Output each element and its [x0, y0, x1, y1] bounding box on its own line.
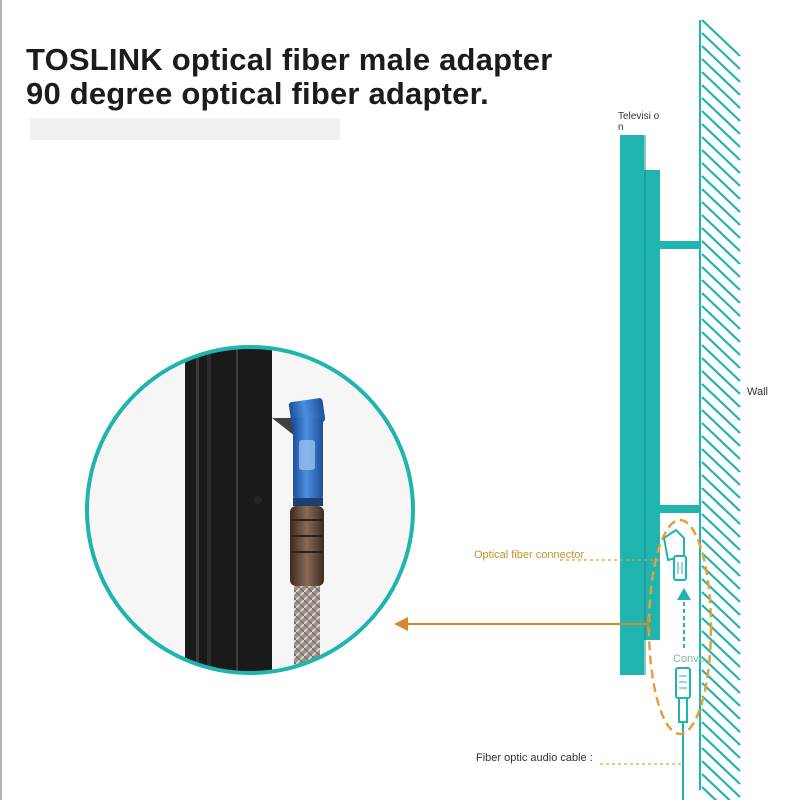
wall-hatch-line	[701, 253, 741, 291]
highlight-ellipse	[647, 518, 713, 736]
wall-hatch-line	[701, 682, 741, 720]
faded-text-ghost	[30, 118, 340, 140]
title-line-2: 90 degree optical fiber adapter.	[26, 76, 489, 111]
wall-hatch-line	[701, 97, 741, 135]
television-label: Televisi on	[618, 111, 660, 133]
wall-hatch-line	[701, 71, 741, 109]
wall-hatch-line	[701, 149, 741, 187]
wall-hatch-line	[701, 448, 741, 486]
wall-hatch-line	[701, 396, 741, 434]
zoom-arrow	[394, 617, 649, 631]
wall-hatch-line	[701, 84, 741, 122]
wall-hatch-line	[701, 32, 741, 70]
wall-hatch-line	[701, 604, 741, 642]
wall-hatch-line	[701, 383, 741, 421]
wall-hatch-line	[701, 695, 741, 733]
converter-plug	[675, 667, 691, 800]
wall-hatch-line	[701, 786, 723, 805]
wall-hatch-line	[701, 331, 741, 369]
wall-hatch-line	[701, 162, 741, 200]
wall-hatch-line	[701, 305, 741, 343]
wall-hatch-line	[701, 318, 741, 356]
wall-hatch-line	[701, 734, 741, 772]
wall-hatch-line	[701, 539, 741, 577]
dashed-up-arrow	[677, 588, 691, 648]
wall-hatch-line	[701, 500, 741, 538]
wall-hatch-line	[701, 123, 741, 161]
wall-hatch-line	[701, 227, 741, 265]
fiber-optic-audio-cable-label: Fiber optic audio cable :	[476, 752, 593, 764]
wall-hatch-line	[701, 357, 741, 395]
wall-hatch-line	[701, 708, 741, 746]
converter-label: Conve	[673, 653, 705, 665]
wall-hatch-line	[701, 266, 741, 304]
wall	[699, 19, 741, 805]
wall-hatch-line	[701, 136, 741, 174]
wall-hatch-line	[701, 552, 741, 590]
wall-hatch-line	[701, 19, 741, 57]
wall-hatch-line	[701, 344, 741, 382]
wall-hatch-line	[701, 591, 741, 629]
wall-hatch-line	[701, 292, 741, 330]
wall-hatch-line	[701, 422, 741, 460]
wall-hatch-line	[701, 630, 741, 668]
wall-hatch-line	[701, 760, 741, 798]
wall-hatch-line	[701, 474, 741, 512]
mini-right-angle-adapter	[662, 528, 687, 581]
wall-hatch-line	[701, 721, 741, 759]
wall-hatch-line	[701, 461, 741, 499]
wall-hatch-line	[701, 513, 741, 551]
title-line-1: TOSLINK optical fiber male adapter	[26, 42, 553, 77]
wall-hatch-line	[701, 370, 741, 408]
wall-hatch-line	[701, 175, 741, 213]
tv-frame-closeup	[185, 347, 272, 673]
wall-hatch-line	[701, 214, 741, 252]
wall-hatch-line	[701, 58, 741, 96]
zoom-detail-circle	[85, 345, 415, 675]
wall-hatch-line	[701, 110, 741, 148]
wall-hatch-line	[701, 487, 741, 525]
wall-hatch-line	[701, 279, 741, 317]
optical-fiber-connector-label: Optical fiber connector	[474, 549, 585, 561]
wall-hatch-line	[701, 747, 741, 785]
wall-hatch-line	[701, 643, 741, 681]
wall-label: Wall	[747, 386, 768, 398]
wall-hatch-line	[701, 526, 741, 564]
wall-hatch-line	[701, 565, 741, 603]
braided-cable	[294, 586, 320, 673]
television	[620, 135, 700, 675]
wall-hatch-line	[701, 617, 741, 655]
wall-hatch-line	[701, 45, 741, 83]
wall-hatch-line	[701, 188, 741, 226]
brown-plug	[290, 506, 324, 586]
wall-hatch-line	[701, 409, 741, 447]
wall-hatch-line	[701, 435, 741, 473]
wall-hatch-line	[701, 201, 741, 239]
wall-hatch-line	[701, 240, 741, 278]
wall-mount-bracket-top	[660, 241, 700, 249]
wall-mount-bracket-bottom	[660, 505, 700, 513]
